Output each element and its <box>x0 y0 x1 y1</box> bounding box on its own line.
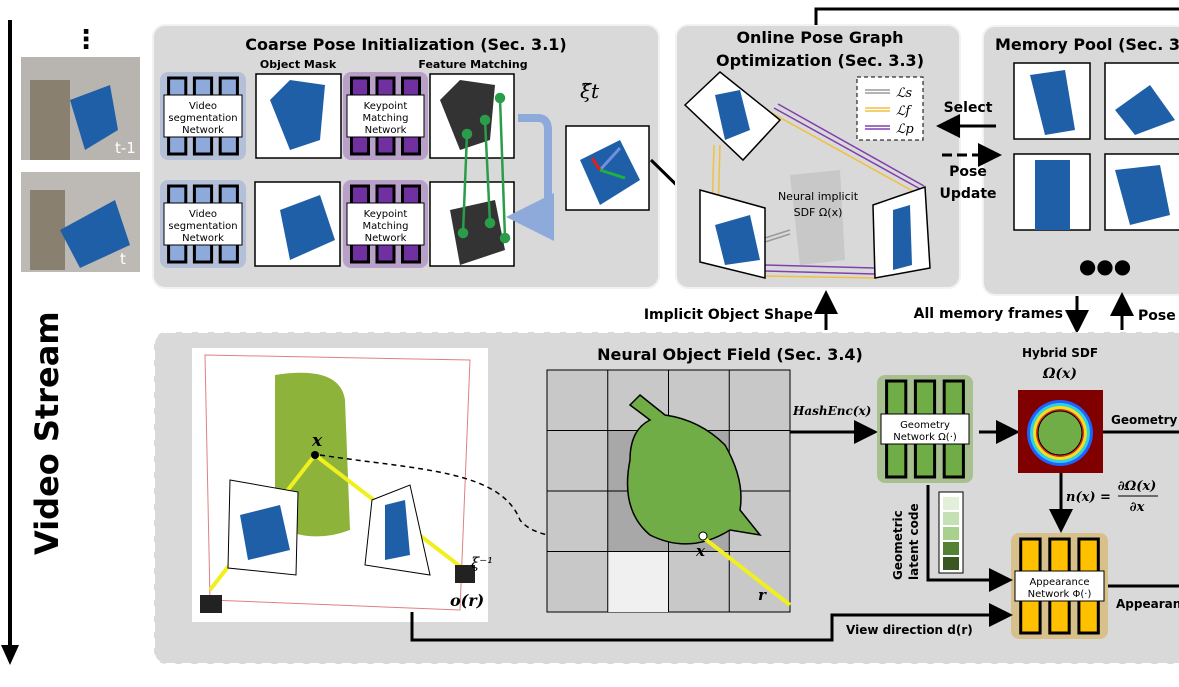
view-direction-arrow <box>410 603 1013 642</box>
all-memory-label: All memory frames <box>914 306 1063 322</box>
select-label: Select <box>944 100 993 116</box>
latent-cell <box>943 497 959 510</box>
latent-code-label: Geometric <box>891 510 905 580</box>
pose-update-label: Update <box>939 186 996 202</box>
pose-frames <box>683 71 931 279</box>
network-label: Video <box>189 101 217 112</box>
normal-numerator: ∂Ω(x) <box>1118 479 1157 494</box>
implicit-shape-label: Implicit Object Shape <box>644 307 813 323</box>
sdf-label: SDF Ω(x) <box>794 206 843 219</box>
hybrid-sdf-label: Hybrid SDF <box>1022 346 1098 360</box>
x-label: x <box>695 542 706 560</box>
ray-label: r <box>758 586 767 604</box>
network-label: Network Φ(·) <box>1028 589 1092 600</box>
legend-label: ℒp <box>896 122 914 137</box>
hashenc-label: HashEnc(x) <box>792 404 871 418</box>
hybrid-sdf-image <box>1018 390 1103 473</box>
normal-denominator: ∂x <box>1130 500 1145 515</box>
sdf-mug-render <box>790 170 845 265</box>
latent-cell <box>943 512 959 525</box>
network-label: Video <box>189 209 217 220</box>
hybrid-sdf-label: Ω(x) <box>1042 366 1077 382</box>
network-label: segmentation <box>168 221 237 232</box>
view-direction-label: View direction d(r) <box>846 623 973 637</box>
arrow-down-icon <box>1 645 19 665</box>
geometry-output-label: Geometry <box>1111 413 1178 427</box>
panel-title: Memory Pool (Sec. 3 <box>995 35 1179 54</box>
ray-scene-image <box>192 348 488 622</box>
network-label: Matching <box>363 113 409 124</box>
latent-cell <box>943 557 959 570</box>
panel-title: Optimization (Sec. 3.3) <box>716 51 924 70</box>
network-label: Network <box>365 125 407 136</box>
network-label: Network <box>182 125 224 136</box>
more-frames-icon: ●●● <box>1079 254 1131 278</box>
network-label: Matching <box>363 221 409 232</box>
xi-inverse-label: ξ⁻¹ <box>471 554 493 572</box>
panel-title: Neural Object Field (Sec. 3.4) <box>597 345 863 364</box>
keypoint-matches <box>457 92 511 244</box>
panel-title: Coarse Pose Initialization (Sec. 3.1) <box>245 35 566 54</box>
network-label: Network <box>365 233 407 244</box>
coarse-pose-label: ξ̃t <box>580 79 600 103</box>
latent-arrow <box>926 485 1013 592</box>
appearance-output-label: Appearan <box>1116 597 1179 611</box>
network-label: Network Ω(·) <box>893 432 957 443</box>
feature-matching-label: Feature Matching <box>418 58 527 71</box>
panel-title: Online Pose Graph <box>736 28 903 47</box>
feedback-line <box>814 7 1179 25</box>
latent-cell <box>943 527 959 540</box>
normal-equation: n(x) = <box>1066 490 1111 505</box>
x-label: x <box>311 431 323 451</box>
network-label: Appearance <box>1029 577 1089 588</box>
network-label: Keypoint <box>364 209 408 220</box>
pose-update-label: Pose <box>949 164 987 180</box>
latent-cell <box>943 542 959 555</box>
network-label: segmentation <box>168 113 237 124</box>
pose-label: Pose <box>1138 308 1176 324</box>
legend-label: ℒs <box>896 86 912 101</box>
pose-graph-edges <box>711 103 925 279</box>
network-label: Keypoint <box>364 101 408 112</box>
legend-label: ℒf <box>896 104 912 119</box>
memory-frames <box>1013 62 1179 231</box>
latent-code-label: latent code <box>907 503 921 580</box>
object-mask-label: Object Mask <box>260 58 337 71</box>
frame-t: t <box>21 172 140 272</box>
network-label: Geometry <box>900 420 950 431</box>
hash-grid <box>546 369 792 613</box>
frame-label: t <box>120 250 126 268</box>
frame-t-1: t-1 <box>21 57 140 160</box>
ellipsis: ⋮ <box>73 25 99 55</box>
network-label: Network <box>182 233 224 244</box>
sdf-label: Neural implicit <box>778 190 859 203</box>
video-stream-label: Video Stream <box>28 311 66 555</box>
match-arrow <box>506 114 554 241</box>
frame-label: t-1 <box>115 139 136 157</box>
origin-label: o(r) <box>450 591 484 610</box>
